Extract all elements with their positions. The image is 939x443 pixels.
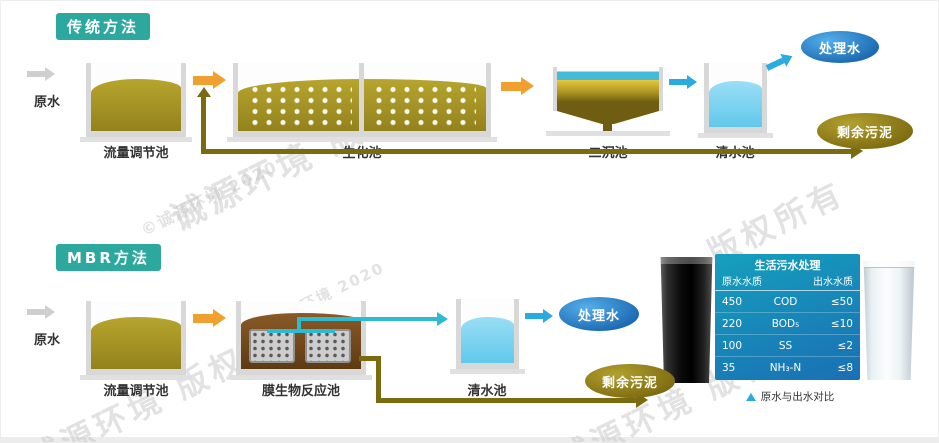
arrow-shaft (193, 313, 213, 323)
arrow-head (213, 71, 226, 89)
clear-water-liquid (709, 81, 762, 127)
clear-water-tank (704, 63, 767, 133)
effluent-value: ≤50 (830, 295, 853, 308)
influent-value: 35 (722, 361, 736, 374)
arrow-head (213, 309, 226, 327)
biochemical-tank (233, 63, 491, 137)
tank-base (698, 133, 773, 138)
tank-base (230, 375, 372, 380)
permeate-arrow-head (437, 312, 448, 326)
secondary-clarifier-tank (553, 67, 663, 111)
treated-water-glass-image (863, 261, 915, 380)
effluent-value: ≤10 (830, 317, 853, 330)
clear-water-tank-label: 清水池 (467, 384, 507, 399)
bottom-edge-strip (1, 437, 938, 442)
aeration-bubbles (372, 84, 476, 128)
arrow-shaft (27, 71, 45, 77)
traditional-method-badge: 传统方法 (56, 13, 151, 40)
sludge-pipe (376, 356, 381, 403)
mbr-method-badge: MBR方法 (56, 244, 161, 271)
raw-water-inflow-arrow-icon (27, 67, 55, 81)
glass-rim (660, 257, 713, 264)
water-quality-table: 生活污水处理 原水水质 出水水质 450 COD ≤50 220 BOD₅ ≤1… (715, 254, 860, 380)
table-row: 35 NH₃-N ≤8 (715, 357, 860, 378)
flow-arrow-icon (193, 71, 226, 89)
triangle-up-icon (745, 392, 756, 401)
treated-water-pill: 处理水 (801, 31, 879, 63)
parameter-name: COD (773, 295, 798, 308)
arrow-shaft (27, 309, 45, 315)
arrow-shaft (669, 79, 687, 85)
flow-arrow-icon (501, 77, 534, 95)
flow-regulation-tank-label: 流量调节池 (103, 384, 169, 399)
arrow-head (543, 309, 553, 323)
arrow-head (45, 305, 55, 319)
clarifier-spout (603, 123, 612, 132)
arrow-head (45, 67, 55, 81)
olive-liquid (91, 317, 181, 369)
membrane-module (305, 329, 351, 363)
sludge-pipe (376, 398, 638, 403)
flow-arrow-icon (525, 309, 553, 323)
parameter-name: SS (778, 339, 793, 352)
clear-water-liquid (461, 317, 514, 363)
influent-value: 220 (722, 317, 743, 330)
arrow-head (521, 77, 534, 95)
header-effluent-quality: 出水水质 (813, 277, 853, 288)
sludge-return-pipe (201, 97, 206, 154)
header-influent-quality: 原水水质 (722, 277, 762, 288)
flow-regulation-tank-label: 流量调节池 (103, 146, 169, 161)
membrane-bioreactor-label: 膜生物反应池 (261, 384, 340, 399)
effluent-value: ≤8 (837, 361, 853, 374)
table-header: 原水水质 出水水质 (715, 275, 860, 291)
tank-base (227, 137, 497, 142)
comparison-caption-text: 原水与出水对比 (760, 391, 835, 403)
glass-rim (863, 261, 915, 268)
effluent-value: ≤2 (837, 339, 853, 352)
membrane-module (249, 329, 295, 363)
excess-sludge-pill: 剩余污泥 (585, 364, 675, 398)
arrow-head (687, 75, 697, 89)
sludge-arrow-head (197, 87, 211, 97)
arrow-shaft (765, 57, 785, 71)
tank-base (80, 375, 192, 380)
membrane-bioreactor-tank (236, 301, 366, 375)
table-row: 100 SS ≤2 (715, 335, 860, 357)
treated-water-pill: 处理水 (559, 297, 639, 331)
sludge-pipe (201, 149, 851, 154)
tank-base (450, 369, 525, 374)
clear-water-tank (456, 299, 519, 369)
arrow-head (780, 49, 796, 67)
parameter-name: BOD₅ (771, 317, 800, 330)
tank-base (546, 131, 670, 136)
flow-arrow-icon (193, 309, 226, 327)
permeate-pipe (297, 317, 437, 321)
raw-water-glass-image (660, 257, 713, 383)
flow-arrow-icon (669, 75, 697, 89)
raw-water-label: 原水 (33, 333, 60, 348)
sludge-pipe (359, 356, 381, 361)
influent-value: 450 (722, 295, 743, 308)
raw-water-inflow-arrow-icon (27, 305, 55, 319)
olive-liquid (91, 79, 181, 131)
flow-arrow-icon (764, 49, 796, 75)
table-row: 450 COD ≤50 (715, 291, 860, 313)
arrow-shaft (501, 81, 521, 91)
table-row: 220 BOD₅ ≤10 (715, 313, 860, 335)
flow-regulation-tank (86, 63, 186, 137)
tank-divider-wall (359, 63, 364, 131)
tank-base (80, 137, 192, 142)
raw-water-label: 原水 (33, 95, 60, 110)
influent-value: 100 (722, 339, 743, 352)
aeration-bubbles (248, 84, 352, 128)
arrow-shaft (525, 313, 543, 319)
comparison-caption: 原水与出水对比 (715, 389, 865, 404)
permeate-manifold-pipe (267, 329, 335, 333)
flow-regulation-tank (86, 301, 186, 375)
permeate-riser-pipe (297, 319, 301, 331)
parameter-name: NH₃-N (769, 361, 802, 374)
arrow-shaft (193, 75, 213, 85)
table-title: 生活污水处理 (754, 259, 821, 272)
excess-sludge-pill: 剩余污泥 (817, 113, 913, 149)
